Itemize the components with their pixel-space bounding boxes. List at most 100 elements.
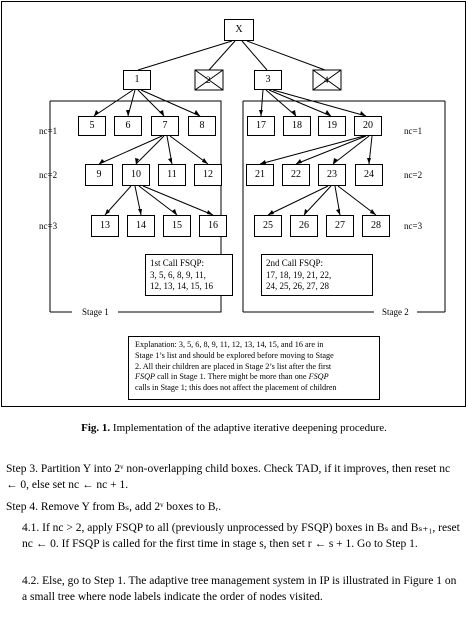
node: 24	[355, 164, 383, 186]
edge	[137, 40, 233, 71]
node: 7	[151, 116, 179, 136]
step42-paragraph: 4.2. Else, go to Step 1. The adaptive tr…	[22, 575, 457, 603]
stage1-call-box: 1st Call FSQP: 3, 5, 6, 8, 9, 11, 12, 13…	[145, 254, 233, 296]
nc-label: nc=2	[39, 170, 58, 180]
edge	[259, 135, 365, 165]
edge	[268, 89, 332, 117]
explanation-line: Stage 1’s list and should be explored be…	[135, 350, 334, 360]
node: 22	[282, 164, 310, 186]
caption-label: Fig. 1.	[81, 422, 111, 434]
edge	[169, 135, 209, 165]
edge	[104, 185, 132, 216]
explanation-line: 2. All their children are placed in Stag…	[135, 361, 332, 371]
node: 9	[85, 164, 113, 186]
node: 28	[362, 215, 390, 237]
node: 27	[326, 215, 354, 237]
arrowhead	[194, 110, 200, 116]
arrowhead	[360, 111, 366, 116]
nc-label: nc=3	[404, 221, 423, 231]
explanation-line: Explanation: 3, 5, 6, 8, 9, 11, 12, 13, …	[135, 340, 324, 349]
node: 25	[254, 215, 282, 237]
node: 15	[163, 215, 191, 237]
arrowhead	[135, 158, 139, 164]
node: 18	[283, 116, 311, 136]
arrowhead	[202, 158, 208, 164]
node: 8	[188, 116, 216, 136]
call-label: 1st Call FSQP:	[150, 258, 205, 268]
edge	[337, 185, 377, 216]
step3-paragraph: Step 3. Partition Y into 2ᵛ non-overlapp…	[6, 463, 451, 491]
node: 11	[158, 164, 186, 186]
stage2-label: Stage 2	[382, 307, 409, 317]
node: 20	[354, 116, 382, 136]
arrowhead	[172, 209, 177, 215]
stage1-label: Stage 1	[82, 307, 109, 317]
edge	[138, 185, 178, 216]
nc-label: nc=1	[39, 126, 58, 136]
pruned-box-2	[194, 69, 224, 91]
edge	[98, 135, 163, 165]
arrowhead	[367, 158, 371, 164]
edge	[246, 40, 326, 71]
edge	[265, 89, 297, 117]
edge	[272, 89, 367, 117]
arrowhead	[207, 210, 213, 215]
arrowhead	[333, 158, 338, 164]
node-level1: 3	[254, 70, 282, 90]
call-list: 17, 18, 19, 21, 22,	[266, 269, 332, 280]
arrowhead	[304, 209, 308, 215]
node: 23	[318, 164, 346, 186]
arrowhead	[260, 160, 266, 164]
arrowhead	[105, 209, 110, 215]
tree-edges	[49, 40, 446, 313]
call-label: 2nd Call FSQP:	[266, 258, 324, 268]
arrowhead	[159, 110, 164, 116]
edge	[241, 40, 268, 71]
edge	[303, 185, 332, 216]
arrowhead	[168, 158, 172, 164]
node-level1-label: 4	[324, 75, 329, 85]
figure-frame: X 1 2 3 4 5 6 7 8 9 10 11 12 13 14 15 16…	[1, 1, 466, 407]
arrowhead	[370, 209, 376, 215]
call-list: 24, 25, 26, 27, 28	[266, 281, 329, 291]
node-level1: 1	[123, 70, 151, 90]
figure-caption: Fig. 1. Implementation of the adaptive i…	[0, 422, 468, 434]
edge	[93, 89, 134, 117]
nc-label: nc=2	[404, 170, 423, 180]
arrowhead	[325, 110, 331, 116]
edge	[332, 135, 370, 165]
pruned-box-4	[312, 69, 342, 91]
arrowhead	[99, 159, 105, 164]
node: 14	[127, 215, 155, 237]
arrowhead	[138, 209, 142, 215]
node: 12	[194, 164, 222, 186]
edge	[267, 185, 329, 216]
arrowhead	[126, 110, 130, 116]
node: 17	[247, 116, 275, 136]
node: 10	[122, 164, 150, 186]
node: 13	[91, 215, 119, 237]
edge	[140, 89, 201, 117]
node-root: X	[224, 19, 254, 41]
call-list: 3, 5, 6, 8, 9, 11,	[150, 269, 206, 280]
explanation-line: calls in Stage 1; this does not affect t…	[135, 383, 337, 393]
stage2-call-box: 2nd Call FSQP: 17, 18, 19, 21, 22, 24, 2…	[261, 254, 373, 296]
node: 26	[290, 215, 318, 237]
step41-paragraph: 4.1. If nc > 2, apply FSQP to all (previ…	[22, 522, 460, 550]
arrowhead	[259, 110, 263, 116]
edge	[135, 135, 165, 165]
node: 19	[318, 116, 346, 136]
edge	[208, 40, 236, 71]
arrowhead	[296, 159, 302, 164]
edge	[142, 185, 214, 216]
nc-label: nc=3	[39, 221, 58, 231]
arrowhead	[268, 210, 274, 215]
node: 6	[114, 116, 142, 136]
node: 16	[199, 215, 227, 237]
node: 21	[246, 164, 274, 186]
caption-text: Implementation of the adaptive iterative…	[110, 422, 387, 434]
node: 5	[78, 116, 106, 136]
node-level1-label: 2	[206, 75, 211, 85]
step4-paragraph: Step 4. Remove Y from Bₛ, add 2ᵛ boxes t…	[6, 501, 222, 513]
arrowhead	[94, 110, 99, 116]
